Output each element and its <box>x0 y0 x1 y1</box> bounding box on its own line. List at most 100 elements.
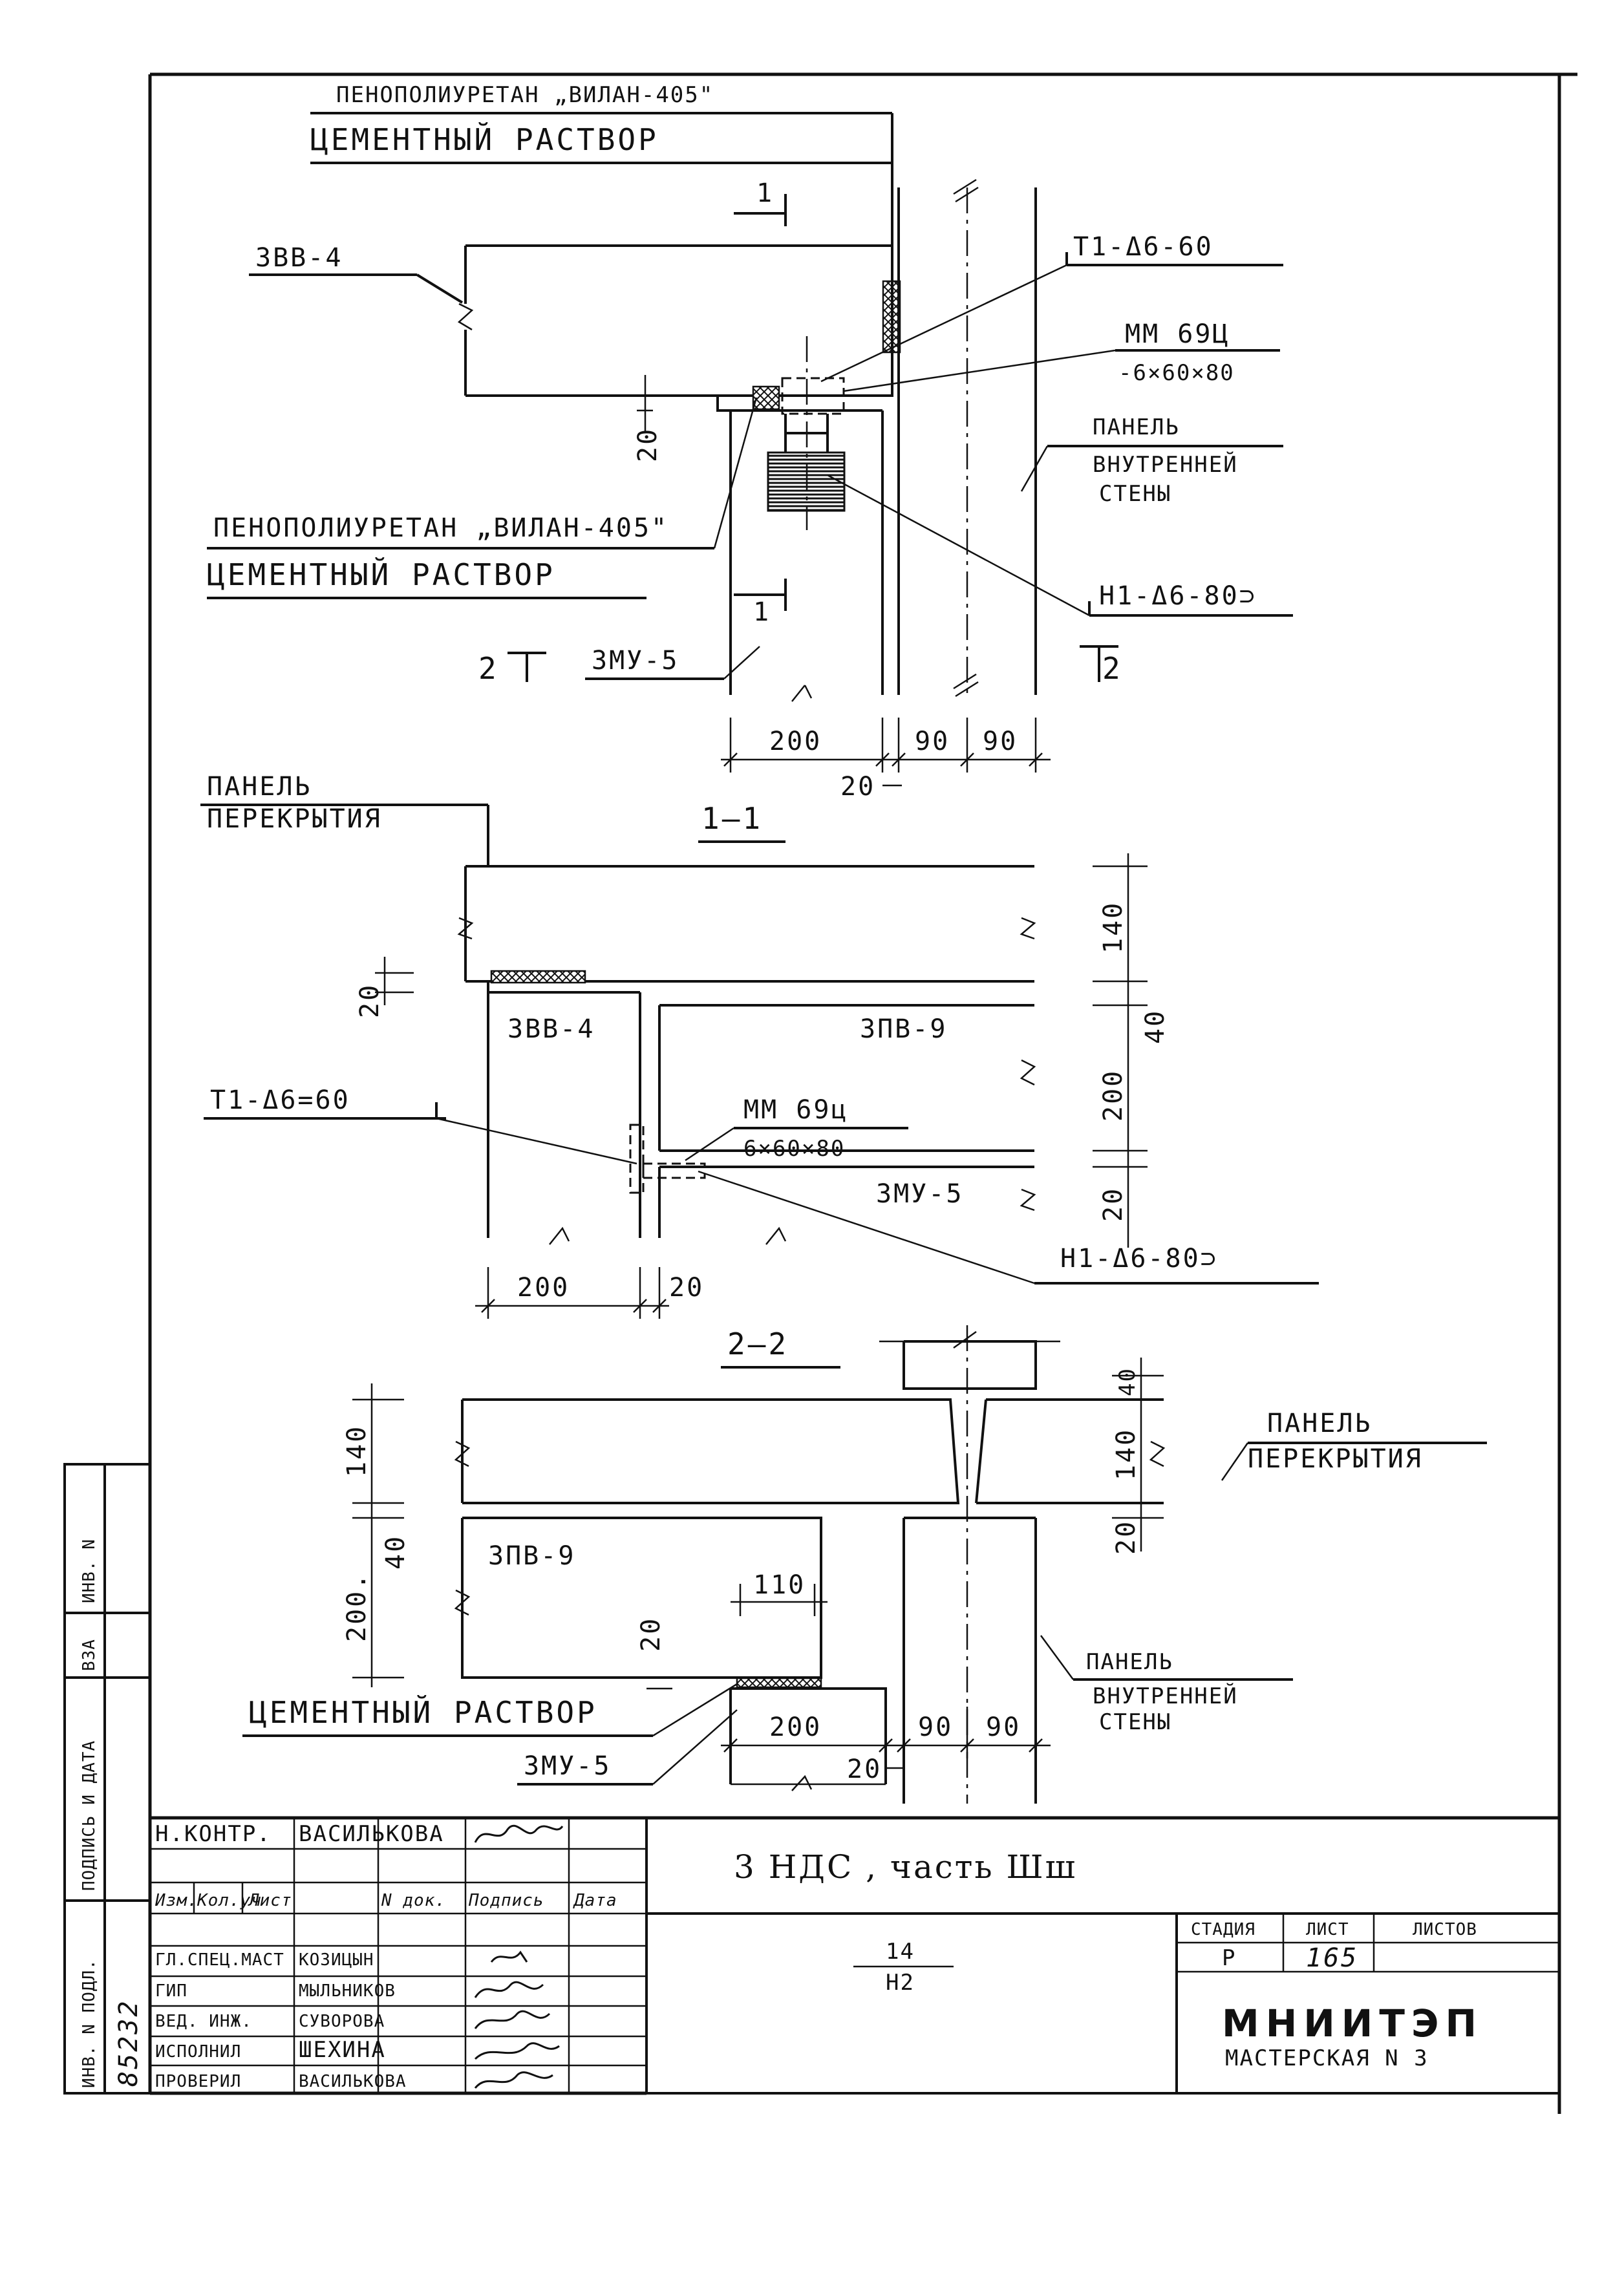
s22-left-dims: 140 40 200. <box>342 1383 411 1687</box>
cut-mark-2-right: 2 <box>1080 645 1123 686</box>
top-inner-wall-label: ПАНЕЛЬ ВНУТРЕННЕЙ СТЕНЫ <box>1020 414 1283 507</box>
svg-text:20: 20 <box>669 1273 704 1303</box>
s11-mm-name: ММ 69ц <box>743 1095 849 1125</box>
svg-text:200: 200 <box>517 1273 570 1303</box>
s22-dim-110: 110 <box>753 1570 806 1600</box>
margin-podpis-label: ПОДПИСЬ И ДАТА <box>80 1740 99 1891</box>
svg-text:ПАНЕЛЬ: ПАНЕЛЬ <box>1093 414 1180 440</box>
tb-stage-label: СТАДИЯ <box>1191 1920 1255 1939</box>
svg-text:Лист: Лист <box>248 1891 292 1910</box>
top-dim-20: 20 <box>633 427 663 462</box>
svg-text:1: 1 <box>753 597 771 627</box>
svg-text:ПЕРЕКРЫТИЯ: ПЕРЕКРЫТИЯ <box>1248 1444 1423 1474</box>
top-h1-label: Н1-Δ6-80⊃ <box>1099 581 1257 611</box>
tb-row1-role: ГИП <box>155 1981 187 2001</box>
s11-right-dims: 140 200 40 20 <box>1093 853 1170 1248</box>
s11-dim-20-left: 20 <box>355 983 385 1018</box>
svg-text:140: 140 <box>342 1425 372 1477</box>
tb-nkontr-role: Н.КОНТР. <box>155 1821 272 1847</box>
tb-sheet-label: ЛИСТ <box>1306 1920 1349 1939</box>
tb-sheet-value: 165 <box>1306 1943 1358 1973</box>
tb-title: 3 НДС , часть Шш <box>734 1848 1077 1886</box>
svg-text:1: 1 <box>756 178 774 208</box>
top-mm-size: -6×60×80 <box>1118 360 1235 386</box>
cut-mark-1-bottom: 1 <box>734 579 787 627</box>
s11-t1-label: Т1-Δ6=60 <box>210 1085 350 1115</box>
s11-zmu5-label: 3МУ-5 <box>876 1179 963 1209</box>
svg-text:200.: 200. <box>342 1572 372 1642</box>
tb-stage-value: Р <box>1222 1945 1236 1971</box>
margin-inv-podl-value: 85232 <box>114 1999 144 2087</box>
svg-text:ПЕРЕКРЫТИЯ: ПЕРЕКРЫТИЯ <box>207 804 382 834</box>
svg-text:90: 90 <box>986 1712 1021 1742</box>
tb-row0-name: КОЗИЦЫН <box>299 1950 374 1970</box>
svg-text:200: 200 <box>769 1712 822 1742</box>
section-2-2-title: 2—2 <box>727 1327 789 1361</box>
s11-zvv4-label: 3ВВ-4 <box>508 1014 595 1044</box>
top-t1-label: Т1-Δ6-60 <box>1073 232 1213 262</box>
title-block: Н.КОНТР. ВАСИЛЬКОВА Изм. Кол.уч Лист N д… <box>149 1818 1559 2095</box>
section-1-1: ПАНЕЛЬ ПЕРЕКРЫТИЯ 1—1 3ВВ-4 3ПВ-9 3МУ-5 … <box>200 772 1319 1319</box>
tb-sheets-label: ЛИСТОВ <box>1413 1920 1477 1939</box>
tb-row1-name: МЫЛЬНИКОВ <box>299 1981 396 2001</box>
margin-inv-label: ИНВ. N <box>80 1539 99 1603</box>
tb-nkontr-name: ВАСИЛЬКОВА <box>299 1821 444 1847</box>
tb-node-top: 14 <box>886 1939 915 1965</box>
svg-text:40: 40 <box>381 1535 411 1570</box>
svg-text:90: 90 <box>915 727 950 756</box>
svg-text:90: 90 <box>918 1712 953 1742</box>
top-zvv4-label: 3ВВ-4 <box>255 243 343 273</box>
svg-text:2: 2 <box>478 651 499 686</box>
s11-zpv9-label: 3ПВ-9 <box>860 1014 947 1044</box>
s22-right-dims: 40 140 20 <box>1111 1358 1164 1555</box>
svg-text:90: 90 <box>983 727 1018 756</box>
svg-text:Изм.: Изм. <box>155 1891 198 1910</box>
svg-text:ПАНЕЛЬ: ПАНЕЛЬ <box>207 772 312 802</box>
s11-bottom-dims: 200 20 <box>475 1267 704 1319</box>
s22-bottom-dims: 200 90 90 20 <box>721 1707 1051 1784</box>
tb-row3-name: ШЕХИНА <box>299 2037 386 2063</box>
cut-mark-2-left: 2 <box>478 651 546 686</box>
svg-text:ВНУТРЕННЕЙ: ВНУТРЕННЕЙ <box>1093 451 1238 478</box>
top-plate-mm69 <box>781 377 845 415</box>
s11-mm-size: 6×60×80 <box>743 1136 845 1162</box>
svg-text:2: 2 <box>1102 651 1123 686</box>
top-inner-wall <box>897 178 1037 698</box>
margin-vza-label: ВЗА <box>80 1639 99 1671</box>
section-1-1-title: 1—1 <box>701 801 763 836</box>
svg-text:40: 40 <box>1140 1009 1170 1044</box>
svg-text:200: 200 <box>1098 1069 1128 1122</box>
floor-panel-label-1: ПАНЕЛЬ ПЕРЕКРЫТИЯ <box>200 772 489 866</box>
tb-org: МНИИТЭП <box>1222 2001 1483 2045</box>
top-foam-label: ПЕНОПОЛИУРЕТАН „ВИЛАН-405" <box>336 82 714 108</box>
s22-zpv9-label: 3ПВ-9 <box>488 1541 575 1571</box>
svg-text:20: 20 <box>847 1754 882 1784</box>
svg-text:Подпись: Подпись <box>468 1891 544 1910</box>
svg-text:N док.: N док. <box>381 1891 446 1910</box>
mid-mortar-label: ЦЕМЕНТНЫЙ РАСТВОР <box>207 557 555 592</box>
svg-text:140: 140 <box>1111 1428 1141 1480</box>
s11-h1-label: Н1-Δ6-80⊃ <box>1060 1244 1218 1274</box>
tb-nkontr-signature <box>474 1824 564 1843</box>
tb-row2-role: ВЕД. ИНЖ. <box>155 2012 252 2031</box>
tb-row4-name: ВАСИЛЬКОВА <box>299 2072 407 2091</box>
tb-row4-role: ПРОВЕРИЛ <box>155 2072 241 2091</box>
s22-dim-20-mid: 20 <box>636 1617 666 1652</box>
svg-text:40: 40 <box>1115 1367 1140 1396</box>
svg-text:20: 20 <box>1098 1187 1128 1222</box>
s22-inner-wall-label: ПАНЕЛЬ ВНУТРЕННЕЙ СТЕНЫ <box>1040 1635 1293 1735</box>
top-mortar-label: ЦЕМЕНТНЫЙ РАСТВОР <box>310 122 659 157</box>
svg-text:ВНУТРЕННЕЙ: ВНУТРЕННЕЙ <box>1093 1683 1238 1709</box>
top-mm-name: ММ 69Ц <box>1125 319 1230 349</box>
section-2-2: 2—2 ПАНЕЛЬ ПЕРЕКРЫТИЯ 3ПВ-9 110 <box>242 1325 1487 1804</box>
svg-text:СТЕНЫ: СТЕНЫ <box>1099 481 1171 507</box>
sheet-frame <box>148 72 1577 2114</box>
tb-node-bottom: Н2 <box>886 1970 915 1996</box>
svg-text:ПАНЕЛЬ: ПАНЕЛЬ <box>1086 1649 1173 1675</box>
tb-row2-name: СУВОРОВА <box>299 2012 385 2031</box>
margin-stamp: ИНВ. N ВЗА ПОДПИСЬ И ДАТА ИНВ. N ПОДЛ. 8… <box>63 1463 151 2095</box>
margin-inv-podl-label: ИНВ. N ПОДЛ. <box>80 1959 99 2088</box>
tb-org-sub: МАСТЕРСКАЯ N 3 <box>1225 2045 1429 2071</box>
svg-text:20: 20 <box>840 772 875 802</box>
